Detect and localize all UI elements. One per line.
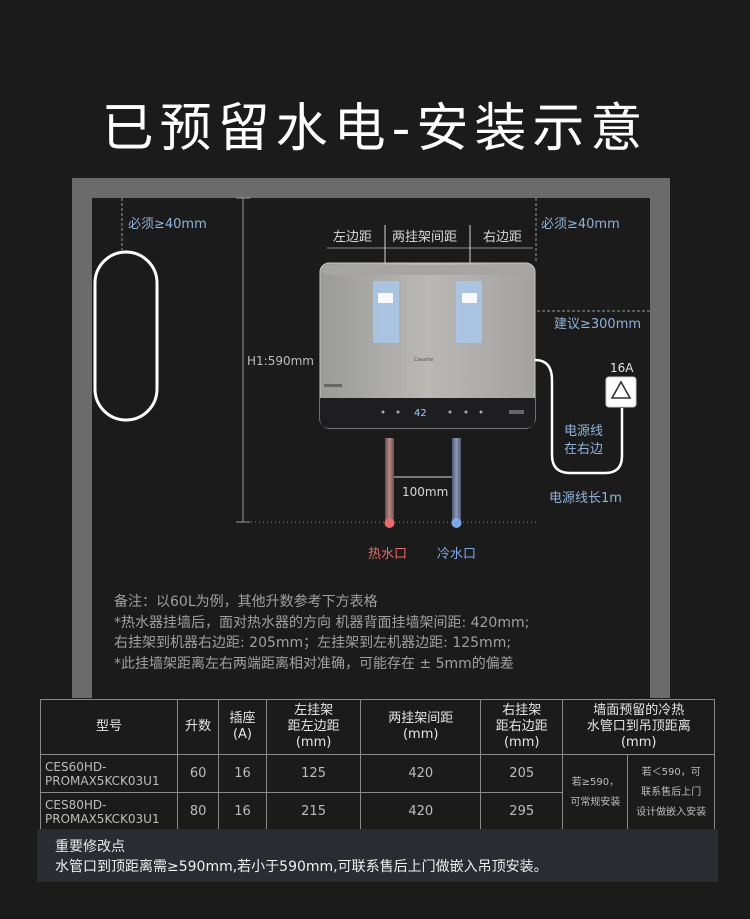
top-left-clear-label: 必须≥40mm [128,217,207,232]
bracket-right-marker [456,281,482,343]
cell-note-a: 若≥590， 可常规安装 [562,754,629,831]
height-label: H1:590mm [247,354,314,368]
cold-outlet-dot [451,518,462,528]
left-margin-label: 左边距 [333,230,372,245]
header-liters: 升数 [177,699,220,755]
note-line: 备注：以60L为例，其他升数参考下方表格 [114,594,378,610]
water-heater: Casarte 42 [319,262,536,429]
cell-socket: 16 [218,792,267,831]
bracket-spacing-label: 两挂架间距 [392,230,457,245]
header-right-margin: 右挂架 距右边距 (mm) [479,699,564,755]
table-row: CES60HD- PROMAX5KCK03U1 60 16 125 420 20… [39,754,715,831]
header-model: 型号 [39,699,179,755]
hot-outlet-label: 热水口 [368,547,407,562]
bracket-left-marker [373,281,399,343]
header-left-margin: 左挂架 距左边距 (mm) [265,699,362,755]
table-header-row: 型号 升数 插座 (A) 左挂架 距左边距 (mm) 两挂架间距 (mm) 右挂… [39,699,715,755]
cell-model: CES80HD- PROMAX5KCK03U1 [39,792,179,831]
table-row: CES80HD- PROMAX5KCK03U1 80 16 215 420 29… [39,792,715,831]
notes: 备注：以60L为例，其他升数参考下方表格 *热水器挂墙后，面对热水器的方向 机器… [114,592,674,674]
cell-right: 205 [479,754,564,793]
pipe-spacing-label: 100mm [402,485,448,499]
installation-diagram: 必须≥40mm H1:590mm 左边距 两挂架间距 右边距 必须≥40mm C… [72,178,670,698]
power-socket-icon [605,376,637,408]
page-title: 已预留水电-安装示意 [101,99,649,159]
note-line: *此挂墙架距离左右两端距离相对准确，可能存在 ± 5mm的偏差 [114,655,514,672]
cell-model: CES60HD- PROMAX5KCK03U1 [39,754,179,793]
power-length-label: 电源线长1m [549,491,622,506]
socket-rating: 16A [610,361,634,375]
cold-outlet-label: 冷水口 [437,547,476,562]
cell-left: 215 [265,792,362,831]
wall-frame [72,178,670,698]
hot-pipe [385,438,394,523]
brand-logo: Casarte [414,357,433,363]
spec-table: 型号 升数 插座 (A) 左挂架 距左边距 (mm) 两挂架间距 (mm) 右挂… [39,699,715,831]
cell-liters: 80 [177,792,220,831]
header-socket: 插座 (A) [218,699,267,755]
top-right-clear-label: 必须≥40mm [541,217,620,232]
power-side-label-line2: 在右边 [564,442,603,457]
cell-spacing: 420 [360,754,481,793]
cold-pipe [452,438,461,523]
header-ceiling-distance: 墙面预留的冷热 水管口到吊顶距离 (mm) [562,699,715,755]
hot-outlet-dot [384,518,395,528]
cell-right: 295 [479,792,564,831]
cell-liters: 60 [177,754,220,793]
cell-note-b: 若＜590，可 联系售后上门 设计做嵌入安装 [627,754,715,831]
power-side-label-line1: 电源线 [564,424,603,439]
modification-body: 水管口到顶距离需≥590mm,若小于590mm,可联系售后上门做嵌入吊顶安装。 [55,859,548,875]
right-side-clear-label: 建议≥300mm [554,317,641,332]
header-spacing: 两挂架间距 (mm) [360,699,481,755]
note-line: 右挂架到机器右边距: 205mm；左挂架到左机器边距: 125mm; [114,635,512,651]
display-readout: 42 [414,408,427,419]
modification-box: 重要修改点 水管口到顶距离需≥590mm,若小于590mm,可联系售后上门做嵌入… [37,829,718,882]
cell-spacing: 420 [360,792,481,831]
right-margin-label: 右边距 [483,230,522,245]
modification-heading: 重要修改点 [55,839,125,855]
note-line: *热水器挂墙后，面对热水器的方向 机器背面挂墙架间距: 420mm; [114,614,530,631]
cell-socket: 16 [218,754,267,793]
mirror-outline [93,250,159,422]
power-cable [534,358,624,475]
cell-left: 125 [265,754,362,793]
